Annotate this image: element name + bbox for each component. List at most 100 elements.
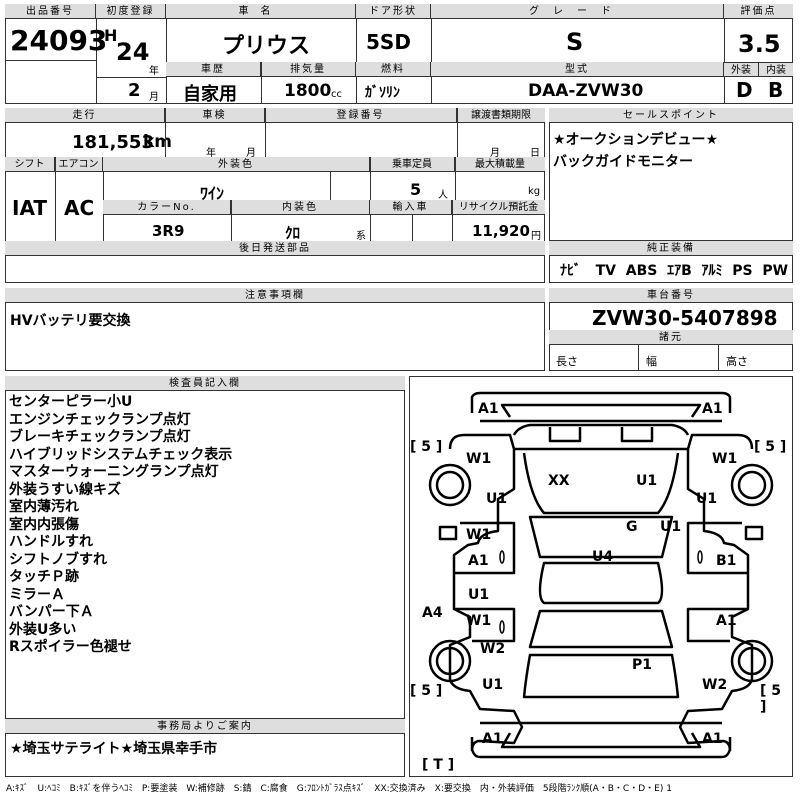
grade-label: グレード [431, 4, 724, 19]
max-load-label: 最大積載量 [455, 157, 545, 172]
model-value: DAA-ZVW30 [528, 81, 644, 101]
history-value: 自家用 [183, 84, 237, 105]
displacement-value: 1800 [284, 81, 332, 101]
damage-front-door-left-upper: W1 [466, 527, 492, 543]
inspector-line: 室内薄汚れ [9, 499, 79, 515]
lot-divider [5, 60, 96, 61]
inspector-line: Rスポイラー色褪せ [9, 639, 132, 655]
recycle-label: リサイクル預託金 [452, 200, 545, 215]
damage-rear-bumper-left: A1 [482, 731, 503, 747]
inspection-year-unit: 年 [206, 148, 216, 159]
chassis-value: ZVW30-5407898 [592, 306, 778, 330]
inspector-line: バンパー下Ａ [9, 604, 94, 620]
damage-front-fender-right: W1 [712, 451, 738, 467]
header-block [5, 4, 793, 104]
equipment-item: PS [732, 263, 753, 279]
damage-windshield: G [626, 519, 638, 535]
int-color-label: 内装色 [231, 200, 370, 215]
aircon-value: AC [64, 196, 95, 220]
registration-divider [96, 77, 166, 78]
inspector-line: ハンドルすれ [9, 534, 93, 550]
registration-year: 24 [116, 38, 150, 66]
damage-roof: U4 [592, 549, 614, 565]
damage-hood-right: U1 [636, 473, 658, 489]
equipment-list: ﾅﾋﾞ TV ABS ｴｱB ｱﾙﾐ PS PW [560, 260, 788, 280]
import-label: 輸入車 [370, 200, 452, 215]
tire-rl: [ 5 ] [410, 683, 443, 699]
sales-point-lines: ★オークションデビュー★ バックガイドモニター [553, 128, 718, 172]
door-label: ドア形状 [356, 4, 431, 19]
inspector-line: ミラーＡ [9, 586, 65, 603]
grade-value: S [566, 28, 584, 56]
damage-front-wheel-right: U1 [696, 491, 718, 507]
later-parts-label: 後日発送部品 [5, 241, 545, 256]
capacity-label: 乗車定員 [370, 157, 455, 172]
damage-front-door-left-lower: A1 [468, 553, 489, 569]
car-name-label: 車名 [166, 4, 356, 19]
tire-fl-value: 5 [421, 439, 432, 455]
mileage-unit: km [143, 132, 173, 152]
damage-windshield-right: U1 [660, 519, 682, 535]
damage-legend: A:ｷｽﾞ U:ﾍｺﾐ B:ｷｽﾞを伴うﾍｺﾐ P:要塗装 W:補修跡 S:錆 … [6, 784, 672, 794]
damage-front-fender-left: W1 [466, 451, 492, 467]
damage-hood-left: XX [548, 473, 570, 489]
equipment-item: ABS [625, 263, 658, 279]
lot-label: 出品番号 [5, 4, 96, 19]
specs-label: 諸元 [549, 330, 793, 345]
sales-point-line: バックガイドモニター [553, 154, 693, 170]
car-name: プリウス [222, 34, 311, 59]
damage-rear-bumper-right: A1 [702, 731, 723, 747]
transfer-label: 譲渡書類期限 [457, 108, 545, 123]
exterior-value: D [736, 78, 753, 102]
history-divider [261, 62, 262, 104]
damage-front-door-right: B1 [716, 553, 737, 569]
tire-fl: [ 5 ] [410, 439, 443, 455]
shift-value: IAT [12, 196, 48, 220]
inspector-line: 室内内張傷 [9, 516, 79, 533]
damage-rear-quarter-right: W2 [702, 677, 728, 693]
car-outline [428, 391, 774, 759]
registration-label: 初度登録 [96, 4, 166, 19]
registration-month-unit: 月 [149, 92, 159, 103]
tire-spare: [ T ] [422, 757, 455, 773]
aircon-label: エアコン [55, 157, 103, 172]
notes-value: HVバッテリ要交換 [10, 313, 131, 329]
damage-front-bumper-right: A1 [702, 401, 723, 417]
import-divider [412, 215, 413, 241]
max-load-divider [455, 157, 456, 200]
specs-height: 高さ [726, 355, 748, 368]
inspection-label: 車検 [165, 108, 265, 123]
int-color-value: ｸﾛ [285, 224, 301, 242]
tire-fr-value: 5 [765, 439, 776, 455]
lot-number: 24093 [10, 24, 108, 57]
car-diagram: [ 5 ] [ 5 ] [ 5 ] [ 5 ] [ T ] A1 A1 W1 W… [409, 376, 793, 777]
recycle-unit: 円 [531, 231, 541, 242]
displacement-label: 排気量 [261, 62, 356, 77]
shift-label: シフト [5, 157, 55, 172]
inspector-block [5, 376, 405, 719]
color-no-label: カラーNo. [103, 200, 231, 215]
tire-fr: [ 5 ] [754, 439, 787, 455]
inspector-line: タッチＰ跡 [9, 569, 79, 585]
specs-width: 幅 [646, 355, 657, 368]
damage-rear-door-left-lower: W1 [466, 613, 492, 629]
inspection-month-unit: 月 [246, 148, 256, 159]
mileage-value: 181,553 [72, 132, 154, 153]
sales-point-label: セールスポイント [549, 108, 793, 123]
int-color-unit: 系 [356, 231, 366, 242]
transfer-day-unit: 日 [530, 148, 540, 159]
aircon-divider [103, 157, 104, 241]
door-value: 5SD [366, 30, 411, 54]
capacity-value: 5 [410, 180, 422, 199]
inspector-line: 外装U多い [9, 621, 77, 638]
shift-divider [55, 157, 56, 241]
color-no-divider [231, 200, 232, 241]
damage-rear-door-right: A1 [716, 613, 737, 629]
score-value: 3.5 [738, 30, 781, 58]
row2-dividers [165, 108, 166, 157]
equipment-item: TV [595, 263, 617, 279]
ext-color-value: ﾜｲﾝ [200, 184, 225, 203]
registration-year-unit: 年 [149, 66, 159, 77]
damage-rear-fender-left: W2 [480, 641, 506, 657]
equipment-item: ﾅﾋﾞ [560, 263, 581, 279]
